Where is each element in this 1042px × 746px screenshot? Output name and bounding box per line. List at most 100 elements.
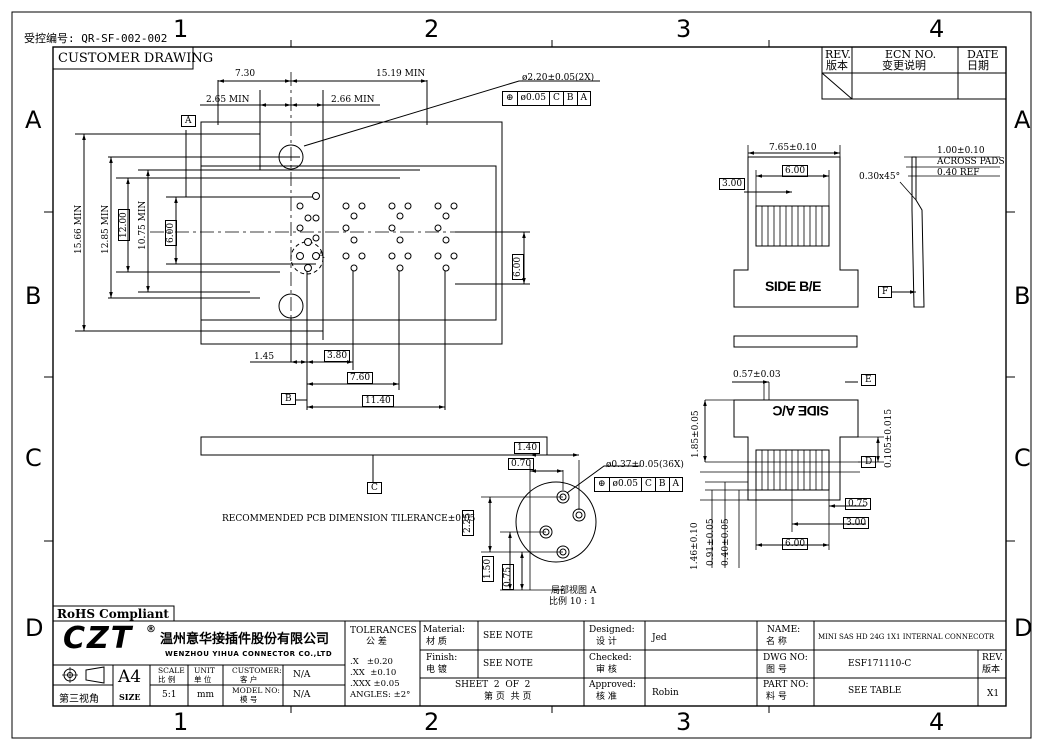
tol-xx: .XX ±0.10 bbox=[350, 668, 397, 678]
ecn-header-en: ECN NO. bbox=[885, 48, 937, 61]
zone-col-1-bottom: 1 bbox=[173, 708, 189, 736]
finish-label-en: Finish: bbox=[426, 653, 458, 663]
fcf-holes: ⊕ ø0.05 C B A bbox=[502, 91, 592, 106]
side-be-label: SIDE B/E bbox=[765, 278, 821, 294]
datum-e-tag: E bbox=[861, 374, 876, 386]
dim-11-40: 11.40 bbox=[362, 395, 394, 407]
zone-ticks bbox=[44, 40, 1015, 713]
dim-0-75-detail: 0.75 bbox=[502, 563, 514, 590]
model-label-en: MODEL NO: bbox=[232, 686, 280, 695]
checked-label-cn: 审 核 bbox=[596, 665, 617, 675]
dim-6-00-bottom: 6.00 bbox=[782, 538, 809, 550]
finish-label-cn: 电 镀 bbox=[426, 665, 447, 675]
zone-col-2-top: 2 bbox=[424, 15, 440, 43]
pcb-side-view bbox=[200, 436, 548, 482]
doc-control-number: 受控编号: QR-SF-002-002 bbox=[24, 32, 168, 45]
name-value: MINI SAS HD 24G 1X1 INTERNAL CONNECOTR bbox=[818, 633, 995, 641]
dim-0-57: 0.57±0.03 bbox=[733, 370, 781, 380]
dim-1-40: 1.40 bbox=[514, 442, 541, 454]
material-value: SEE NOTE bbox=[483, 631, 533, 641]
company-name-cn: 温州意华接插件股份有限公司 bbox=[160, 632, 330, 647]
rev-header-en: REV. bbox=[825, 48, 851, 61]
zone-col-1-top: 1 bbox=[173, 15, 189, 43]
dim-2-66: 2.66 MIN bbox=[331, 95, 375, 105]
rev-value: X1 bbox=[987, 689, 1000, 699]
dim-0-40-ref: 0.40 REF bbox=[937, 168, 980, 178]
dim-pin-dia: ø0.37±0.05(36X) bbox=[606, 460, 684, 470]
model-label-cn: 模 号 bbox=[240, 695, 258, 704]
dim-2-65: 2.65 MIN bbox=[206, 95, 250, 105]
part-value: SEE TABLE bbox=[848, 686, 902, 696]
outer-border bbox=[11, 11, 1032, 739]
name-label-cn: 名 称 bbox=[766, 637, 787, 647]
material-label-cn: 材 质 bbox=[426, 637, 447, 647]
scale-value: 5:1 bbox=[162, 690, 177, 700]
unit-value: mm bbox=[197, 690, 215, 700]
material-label-en: Material: bbox=[423, 625, 465, 635]
dim-7-60: 7.60 bbox=[347, 372, 374, 384]
datum-d-tag: D bbox=[861, 456, 877, 468]
size-value: A4 bbox=[118, 667, 142, 687]
fcf-a: A bbox=[672, 479, 680, 489]
company-logo: CZT bbox=[63, 621, 134, 656]
customer-label-cn: 客 户 bbox=[240, 675, 258, 684]
zone-row-c-right: C bbox=[1014, 444, 1031, 472]
dim-2-25: 2.25 bbox=[462, 509, 474, 536]
detail-view-scale: 比例 10 : 1 bbox=[549, 597, 596, 607]
dim-1-50: 1.50 bbox=[482, 555, 494, 582]
projection-label: 第三视角 bbox=[59, 694, 99, 705]
pcb-tolerance-note: RECOMMENDED PCB DIMENSION TILERANCE±0.05 bbox=[222, 514, 476, 524]
dim-chamfer: 0.30x45° bbox=[859, 172, 901, 182]
dim-6-00-right: 6.00 bbox=[512, 253, 524, 280]
customer-drawing-box bbox=[52, 46, 194, 70]
zone-col-4-top: 4 bbox=[929, 15, 945, 43]
rev-label-cn: 版本 bbox=[982, 665, 1001, 675]
dim-6-00-top: 6.00 bbox=[782, 165, 809, 177]
datum-b-tag: B bbox=[281, 393, 296, 405]
fcf-a: A bbox=[580, 93, 588, 103]
tol-x: .X ±0.20 bbox=[350, 657, 393, 667]
dim-0-105: 0.105±0.015 bbox=[884, 408, 894, 468]
date-header-cn: 日期 bbox=[967, 59, 989, 72]
dim-7-65: 7.65±0.10 bbox=[769, 143, 817, 153]
zone-col-4-bottom: 4 bbox=[929, 708, 945, 736]
detail-view-title: 局部视图 A bbox=[551, 586, 597, 596]
detail-a-view bbox=[481, 453, 640, 591]
zone-col-3-bottom: 3 bbox=[676, 708, 692, 736]
tol-xxx: .XXX ±0.05 bbox=[350, 679, 400, 689]
position-icon: ⊕ bbox=[503, 92, 518, 105]
unit-label-en: UNIT bbox=[194, 666, 215, 675]
dim-3-00-bottom: 3.00 bbox=[843, 517, 870, 529]
zone-row-a-right: A bbox=[1014, 106, 1031, 134]
zone-row-b-left: B bbox=[25, 282, 42, 310]
dim-3-00-top: 3.00 bbox=[719, 178, 746, 190]
fcf-b: B bbox=[564, 92, 578, 105]
zone-row-b-right: B bbox=[1014, 282, 1031, 310]
sheet-count-en: SHEET 2 OF 2 bbox=[455, 680, 531, 690]
part-label-en: PART NO: bbox=[763, 680, 809, 690]
dwg-value: ESF171110-C bbox=[848, 659, 912, 669]
fcf-tol: ø0.05 bbox=[518, 92, 551, 105]
designed-label-cn: 设 计 bbox=[596, 637, 617, 647]
dim-15-19: 15.19 MIN bbox=[376, 69, 426, 79]
fcf-b: B bbox=[656, 478, 670, 491]
datum-a-tag: A bbox=[181, 115, 196, 127]
detail-a-marker: A bbox=[318, 251, 325, 261]
designed-label-en: Designed: bbox=[589, 625, 635, 635]
model-value: N/A bbox=[293, 690, 311, 700]
side-profile-view bbox=[892, 156, 1000, 308]
position-icon: ⊕ bbox=[595, 478, 610, 491]
zone-row-c-left: C bbox=[25, 444, 42, 472]
zone-row-a-left: A bbox=[25, 106, 42, 134]
dim-6-00-left: 6.00 bbox=[165, 219, 177, 246]
customer-label-en: CUSTOMER: bbox=[232, 666, 282, 675]
customer-value: N/A bbox=[293, 670, 311, 680]
dim-0-40-b: 0.40±0.05 bbox=[721, 518, 731, 566]
ecn-header-cn: 变更说明 bbox=[882, 59, 926, 72]
pcb-footprint-view bbox=[75, 72, 600, 410]
tolerances-label-cn: 公 差 bbox=[366, 637, 387, 647]
dim-10-75: 10.75 MIN bbox=[138, 200, 148, 250]
customer-drawing-label: CUSTOMER DRAWING bbox=[58, 51, 214, 66]
title-block-grid bbox=[52, 605, 1006, 706]
